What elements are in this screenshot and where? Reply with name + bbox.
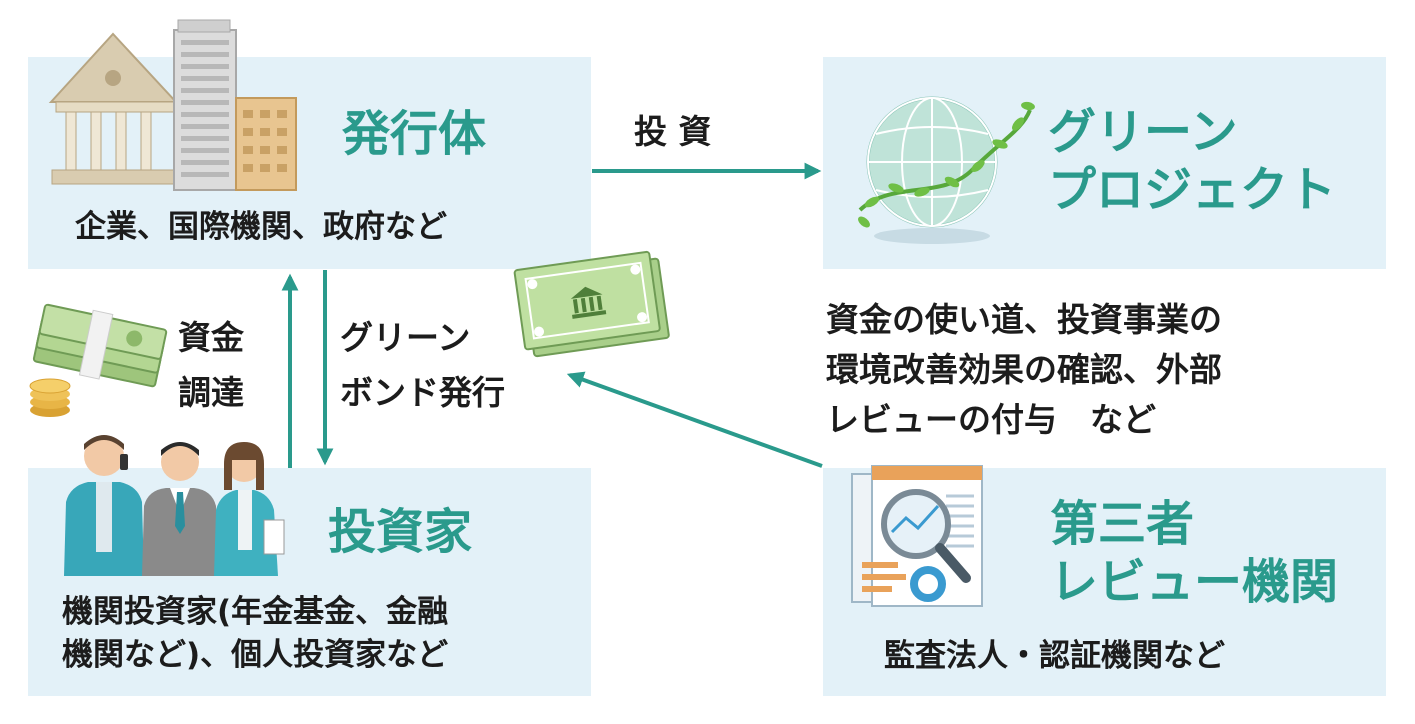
money-stack-icon xyxy=(29,303,168,417)
investors-icon xyxy=(64,435,285,576)
investor-description-line2: 機関など)、個人投資家など xyxy=(62,637,449,673)
reviewer-title-line1: 第三者 xyxy=(1050,496,1195,552)
green-project-title-line2: プロジェクト xyxy=(1048,162,1337,218)
banknote-icon xyxy=(513,250,670,358)
reviewer-title-line2: レビュー機関 xyxy=(1050,554,1339,610)
bond-issue-label-line1: グリーン xyxy=(340,318,471,357)
invest-label: 投 資 xyxy=(634,112,712,151)
review-note-line2: 環境改善効果の確認、外部 xyxy=(826,350,1222,389)
globe-icon xyxy=(858,96,1035,244)
buildings-icon xyxy=(48,19,297,191)
investor-description-line1: 機関投資家(年金基金、金融 xyxy=(62,594,449,630)
review-arrow xyxy=(566,371,823,468)
review-note-line1: 資金の使い道、投資事業の xyxy=(826,300,1222,339)
issuer-description: 企業、国際機関、政府など xyxy=(75,209,447,245)
green-project-title-line1: グリーン xyxy=(1048,104,1238,160)
funding-label-line2: 調達 xyxy=(178,373,244,412)
investor-title: 投資家 xyxy=(328,504,473,560)
review-note-line3: レビューの付与 など xyxy=(826,400,1156,439)
report-magnifier-icon xyxy=(851,465,983,607)
issuer-title: 発行体 xyxy=(342,106,487,162)
reviewer-description: 監査法人・認証機関など xyxy=(884,638,1225,674)
funding-label-line1: 資金 xyxy=(178,318,244,357)
bond-issue-label-line2: ボンド発行 xyxy=(340,373,505,412)
